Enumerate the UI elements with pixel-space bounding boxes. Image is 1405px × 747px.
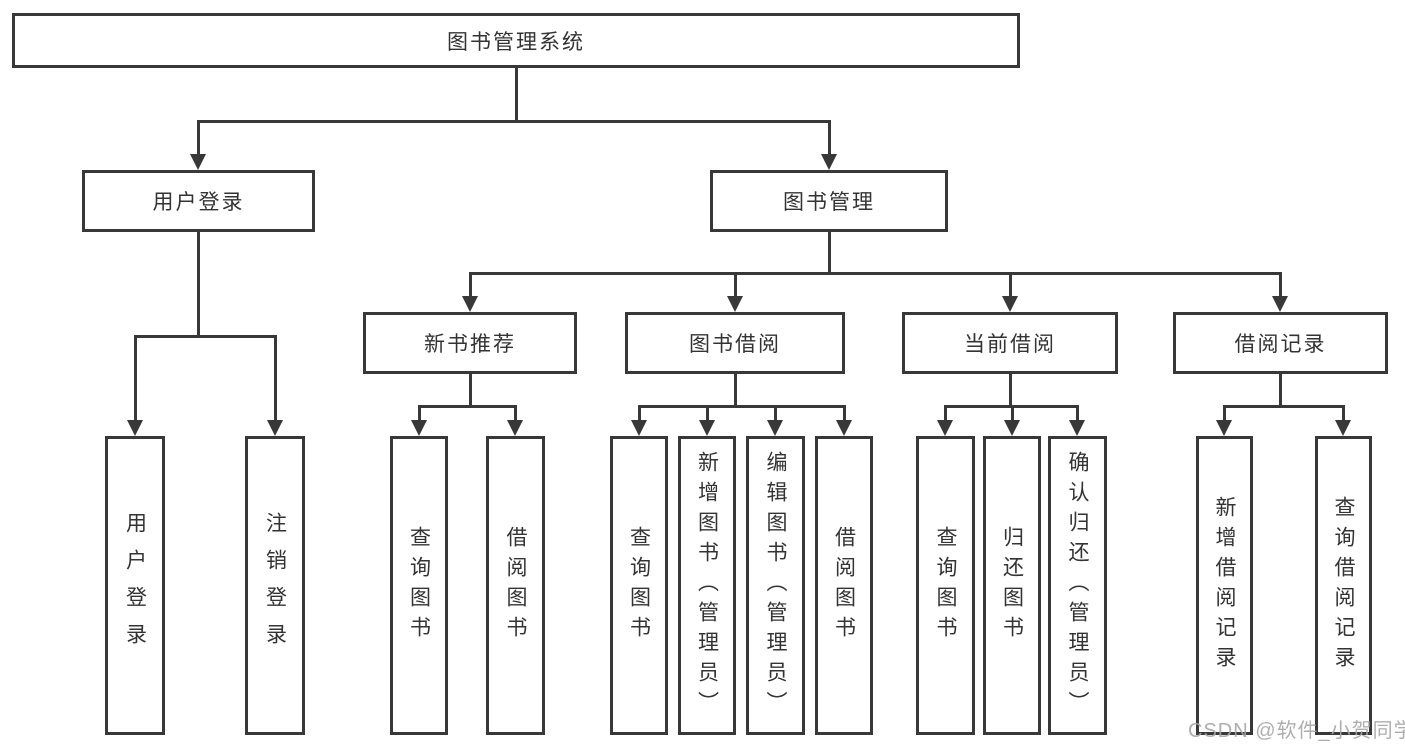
node-user-login: 用户登录 [82,170,315,232]
leaf-label: 新增借阅记录 [1213,495,1236,676]
node-label: 图书借阅 [689,333,781,356]
leaf-newbook-borrow-books: 借阅图书 [486,436,545,735]
connector-level2-hline [197,120,831,123]
connector-borrow-records-hline [1223,405,1345,408]
leaf-borrow-edit-books-admin: 编辑图书（管理员） [746,436,805,735]
connector-level3-hline [469,272,1282,275]
arrow-to-user-login [190,120,206,170]
leaf-borrow-add-books-admin: 新增图书（管理员） [678,436,736,735]
leaf-user-login: 用户登录 [105,436,165,735]
node-label: 新书推荐 [424,333,516,356]
arrow-to-current-query [937,405,953,436]
node-borrow-records: 借阅记录 [1173,312,1388,374]
leaf-label: 注销登录 [263,511,287,660]
connector-current-borrow-stub [1009,374,1012,408]
leaf-label: 确认归还（管理员） [1066,450,1089,721]
node-label: 图书管理系统 [447,30,585,54]
node-new-book-recommend: 新书推荐 [363,312,577,374]
leaf-label: 查询图书 [934,525,957,646]
arrow-to-leaf-user-login [127,335,143,436]
connector-user-login-stub [197,232,200,338]
arrow-to-book-borrow [727,272,743,312]
node-label: 当前借阅 [964,333,1056,356]
node-root-book-management-system: 图书管理系统 [12,13,1020,68]
leaf-borrow-query-books: 查询图书 [610,436,668,735]
connector-book-borrow-stub [734,374,737,408]
connector-book-management-stub [828,232,831,275]
arrow-to-book-management [821,120,837,170]
connector-user-login-hline [134,335,277,338]
leaf-logout: 注销登录 [245,436,305,735]
node-book-borrow: 图书借阅 [625,312,845,374]
leaf-label: 编辑图书（管理员） [764,450,787,721]
leaf-records-query-record: 查询借阅记录 [1315,436,1372,735]
connector-book-borrow-hline [638,405,846,408]
arrow-to-new-book-recommend [462,272,478,312]
leaf-label: 用户登录 [123,511,147,660]
arrow-to-leaf-logout [267,335,283,436]
node-label: 图书管理 [783,191,875,214]
leaf-label: 借阅图书 [504,525,527,646]
arrow-to-current-return [1004,405,1020,436]
leaf-current-query-books: 查询图书 [916,436,975,735]
node-label: 借阅记录 [1234,333,1327,356]
arrow-to-borrow-borrow [836,405,852,436]
arrow-to-newbook-query [411,405,427,436]
leaf-newbook-query-books: 查询图书 [390,436,448,735]
node-book-management: 图书管理 [710,170,948,232]
arrow-to-borrow-query [631,405,647,436]
arrow-to-current-confirm [1069,405,1085,436]
leaf-current-return-books: 归还图书 [983,436,1041,735]
arrow-to-borrow-edit [767,405,783,436]
watermark-text: CSDN @软件_小贺同学 [1188,720,1405,742]
arrow-to-borrow-add [699,405,715,436]
connector-borrow-records-stub [1279,374,1282,408]
arrow-to-current-borrow [1002,272,1018,312]
node-label: 用户登录 [152,191,245,214]
leaf-label: 新增图书（管理员） [695,450,719,721]
leaf-records-add-record: 新增借阅记录 [1196,436,1253,735]
leaf-label: 借阅图书 [832,525,856,646]
arrow-to-newbook-borrow [507,405,523,436]
leaf-current-confirm-return-admin: 确认归还（管理员） [1048,436,1107,735]
leaf-label: 查询借阅记录 [1332,495,1355,676]
arrow-to-records-query [1335,405,1351,436]
connector-new-book-stub [469,374,472,408]
arrow-to-records-add [1216,405,1232,436]
leaf-label: 查询图书 [407,525,431,646]
leaf-label: 查询图书 [627,525,651,646]
connector-root-stub [515,68,518,123]
node-current-borrow: 当前借阅 [902,312,1118,374]
arrow-to-borrow-records [1272,272,1288,312]
connector-new-book-hline [418,405,517,408]
leaf-borrow-borrow-books: 借阅图书 [815,436,873,735]
leaf-label: 归还图书 [1000,525,1024,646]
